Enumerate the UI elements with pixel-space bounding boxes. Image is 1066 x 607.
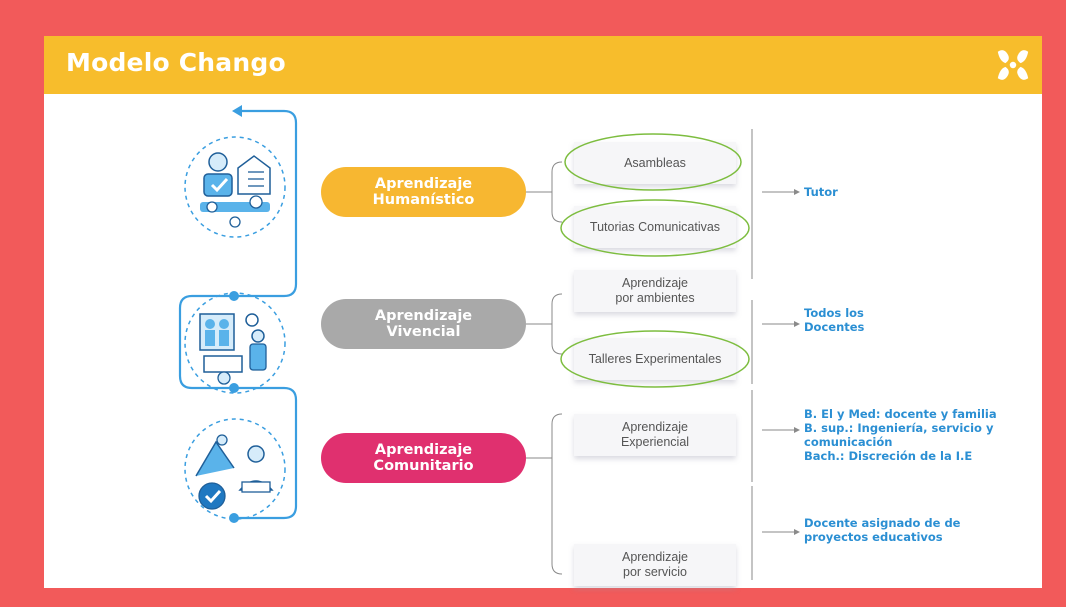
humanistic-illustration-icon — [184, 136, 286, 238]
title-banner: Modelo Chango — [44, 36, 1042, 94]
role-docente-asignado: Docente asignado de de proyectos educati… — [804, 516, 961, 544]
arrow-head — [794, 427, 800, 433]
role-todos-los-docentes: Todos los Docentes — [804, 306, 865, 334]
bracket-line — [551, 413, 563, 575]
pillar-humanistico: Aprendizaje Humanístico — [321, 167, 526, 217]
pillar-comunitario: Aprendizaje Comunitario — [321, 433, 526, 483]
activity-experiencial: Aprendizaje Experiencial — [574, 414, 736, 456]
arrow-head — [794, 529, 800, 535]
role-tutor: Tutor — [804, 185, 838, 199]
vivencial-illustration-icon — [184, 292, 286, 394]
bracket-line — [551, 161, 563, 223]
activity-por-ambientes: Aprendizaje por ambientes — [574, 270, 736, 312]
flow-loop-line — [178, 109, 298, 520]
flow-node-dot — [229, 291, 239, 301]
page-title: Modelo Chango — [66, 48, 286, 77]
activity-talleres-experimentales: Talleres Experimentales — [574, 338, 736, 380]
flow-node-dot — [229, 513, 239, 523]
institution-logo-icon — [997, 50, 1029, 80]
pillar-vivencial: Aprendizaje Vivencial — [321, 299, 526, 349]
activity-asambleas: Asambleas — [574, 142, 736, 184]
modelo-diagram: Aprendizaje Humanístico Aprendizaje Vive… — [44, 94, 1042, 588]
bracket-line — [551, 293, 563, 355]
activity-tutorias-comunicativas: Tutorias Comunicativas — [574, 206, 736, 248]
role-comunitario-details: B. El y Med: docente y familia B. sup.: … — [804, 407, 997, 463]
arrow-head — [794, 189, 800, 195]
activity-por-servicio: Aprendizaje por servicio — [574, 544, 736, 586]
flow-arrow-head — [232, 105, 242, 117]
comunitario-illustration-icon — [184, 418, 286, 520]
slide: Modelo Chango — [44, 36, 1042, 588]
connector-lines — [178, 105, 800, 580]
flow-node-dot — [229, 383, 239, 393]
arrow-head — [794, 321, 800, 327]
